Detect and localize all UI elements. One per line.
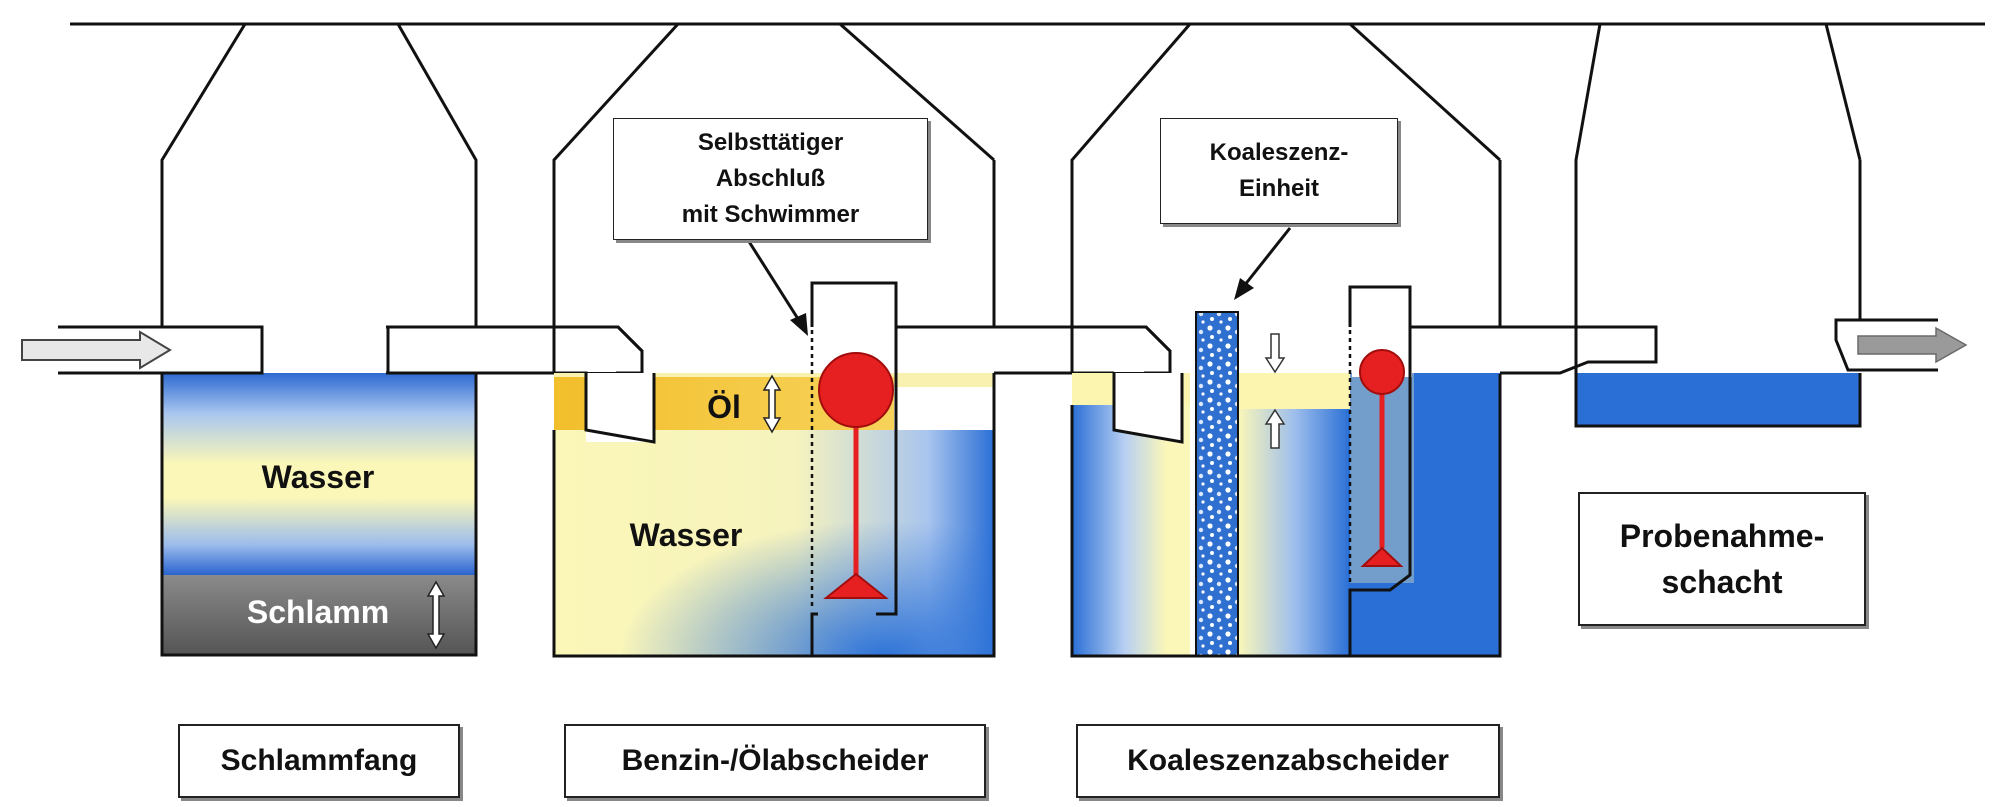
- oil-thickness-arrow: [762, 374, 782, 434]
- coal-mid-water: [1238, 373, 1350, 656]
- sampling-shaft-water: [1576, 373, 1860, 426]
- coalescence-unit: [1195, 311, 1239, 657]
- inlet-arrow: [21, 330, 172, 370]
- coal-left-water: [1072, 405, 1190, 656]
- sampling-shaft-outline: [1574, 23, 1862, 428]
- float-seal: [823, 572, 889, 599]
- sludge-trap-water-label: Wasser: [262, 459, 375, 495]
- sludge-trap-sludge: [162, 575, 476, 655]
- callout-arrow-coalescence: [1234, 227, 1292, 300]
- outlet-arrow: [1857, 326, 1968, 364]
- oil-separator-outline: [552, 22, 996, 658]
- oil-separator-chamber: [552, 22, 996, 658]
- coalescence-separator-chamber: [1070, 22, 1502, 658]
- sludge-trap-outline: [160, 23, 478, 657]
- callout-arrow-float: [746, 239, 808, 336]
- float-closure-callout-line-3: mit Schwimmer: [681, 201, 860, 228]
- float-closure-callout-line-2: Abschluß: [715, 165, 826, 192]
- coalescence-unit-callout: Koaleszenz- Einheit: [1160, 118, 1398, 224]
- coalescence-unit-callout-line-2: Einheit: [1238, 175, 1319, 202]
- coalescence-separator-outline: [1070, 22, 1502, 658]
- float-ball-2: [1359, 349, 1405, 395]
- float-closure-callout-line-1: Selbsttätiger: [697, 129, 844, 156]
- float-closure-callout: Selbsttätiger Abschluß mit Schwimmer: [613, 118, 928, 240]
- oil-separator-label: Benzin-/Ölabscheider: [564, 724, 986, 798]
- sampling-shaft-label-line-1: Probenahme-: [1619, 518, 1825, 554]
- float-seal-2: [1360, 546, 1404, 567]
- oil-separator-water-label: Wasser: [630, 517, 743, 553]
- sludge-label: Schlamm: [247, 594, 389, 630]
- sampling-shaft-label: Probenahme- schacht: [1578, 492, 1866, 626]
- coal-right-water: [1350, 373, 1500, 656]
- oil-label: Öl: [707, 389, 741, 425]
- flow-arrow-up: [1264, 408, 1286, 449]
- float-ball: [818, 352, 894, 428]
- coalescence-separator-label: Koaleszenzabscheider: [1076, 724, 1500, 798]
- coalescence-unit-callout-line-1: Koaleszenz-: [1209, 139, 1349, 166]
- connector-pipe-3: [1410, 325, 1658, 375]
- flow-arrow-down: [1264, 333, 1286, 374]
- sampling-shaft-chamber: [1574, 23, 1938, 428]
- float-housing-2: [1348, 285, 1412, 656]
- sludge-height-arrow: [426, 580, 446, 650]
- sludge-trap-water: [162, 373, 476, 575]
- sludge-trap-label: Schlammfang: [178, 724, 460, 798]
- float-housing: [810, 281, 898, 656]
- sampling-shaft-label-line-2: schacht: [1661, 564, 1783, 600]
- sludge-trap-chamber: [58, 23, 478, 657]
